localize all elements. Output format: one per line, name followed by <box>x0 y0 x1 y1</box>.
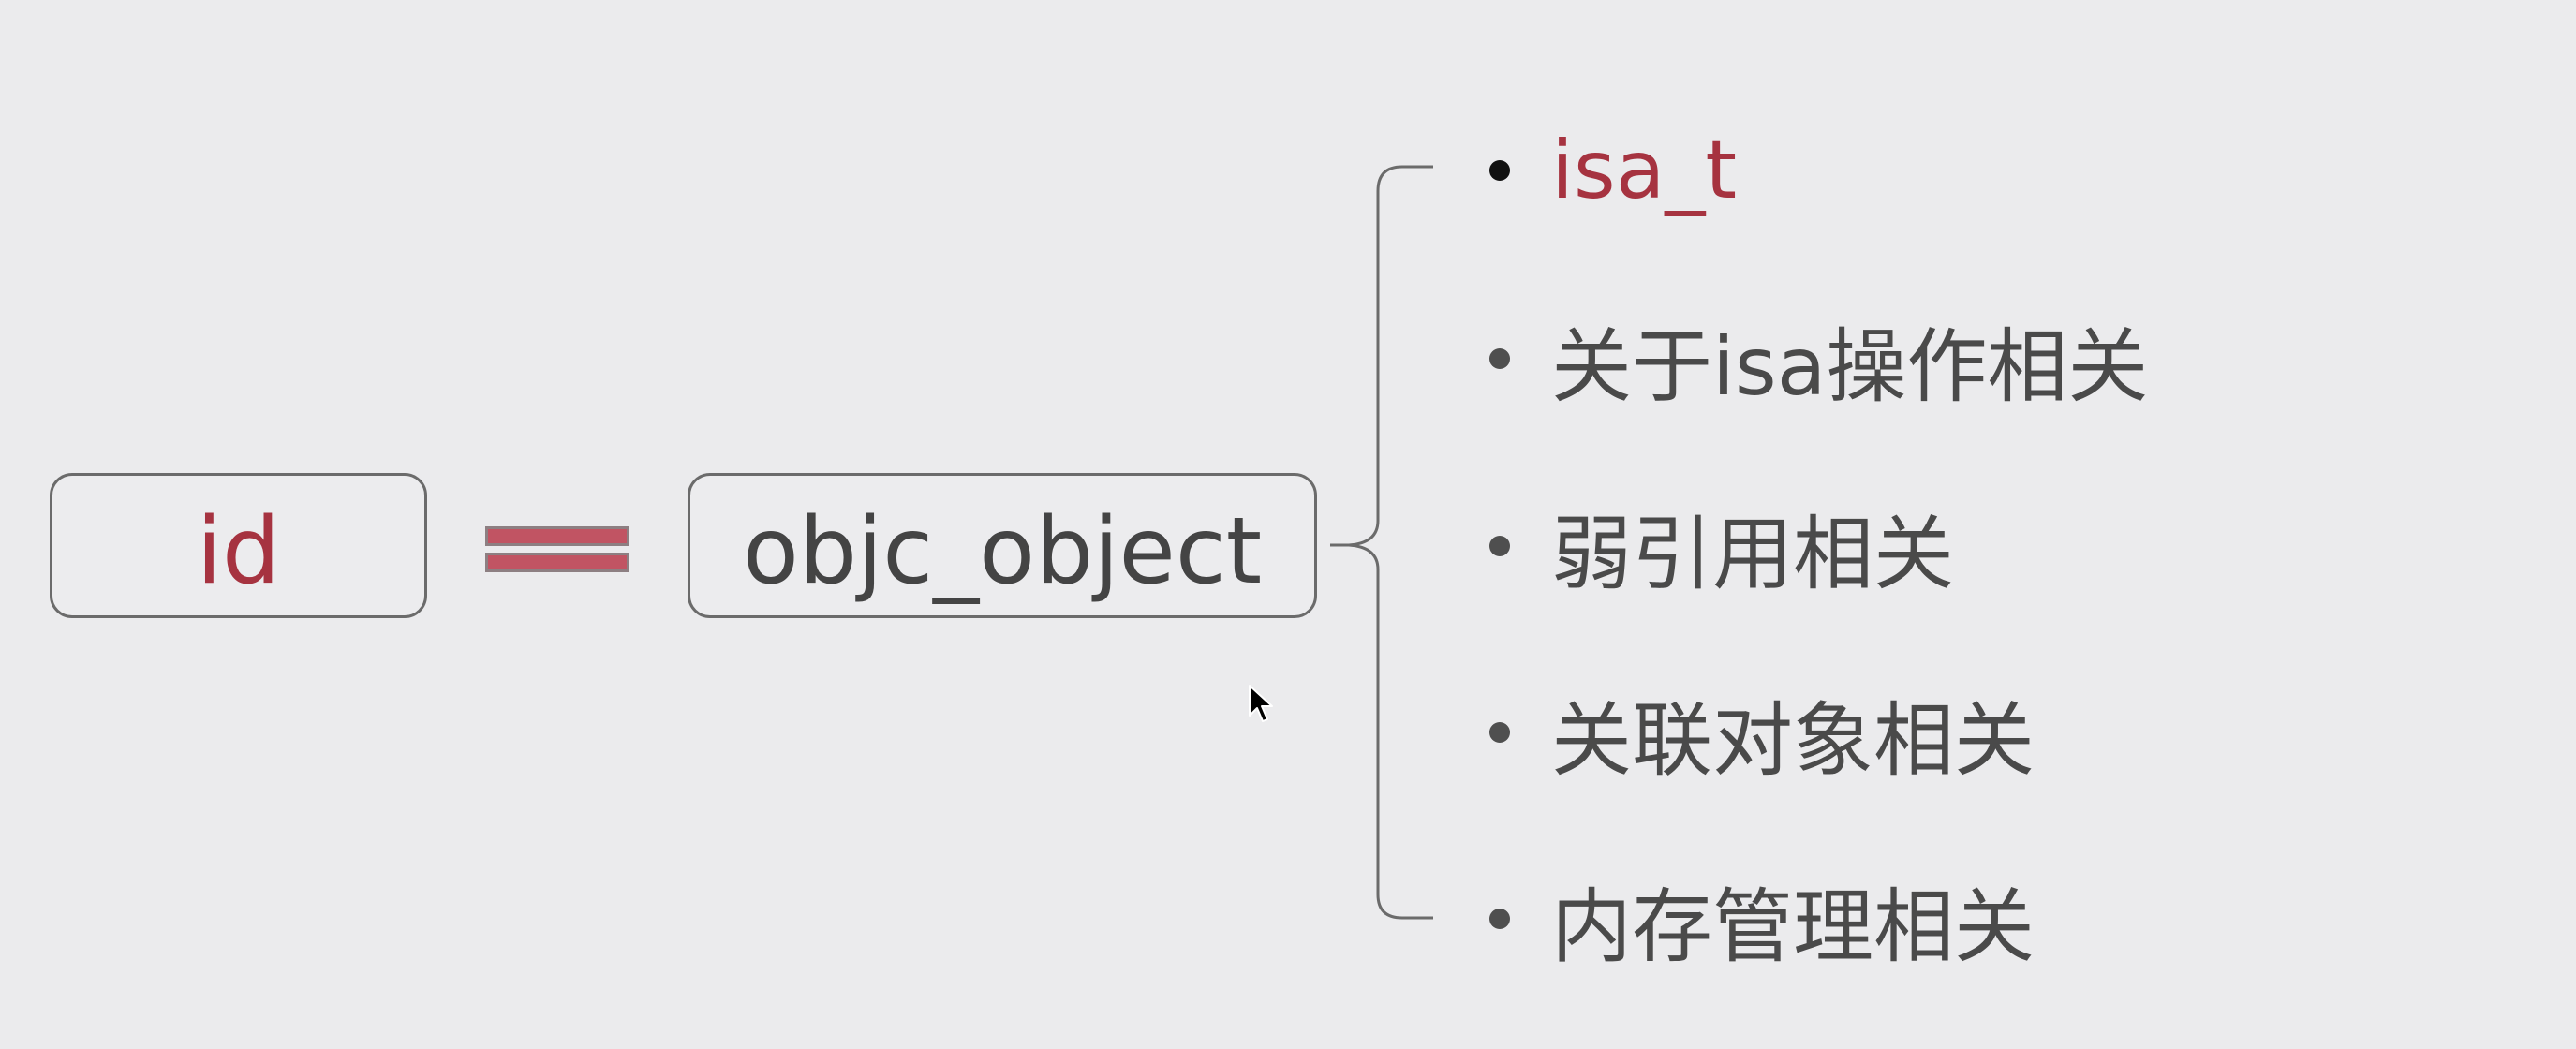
objc-object-label: objc_object <box>742 497 1263 605</box>
id-label: id <box>196 497 281 605</box>
bullet-icon <box>1489 536 1510 556</box>
list-item-label: 关于isa操作相关 <box>1551 319 2149 414</box>
equals-sign-icon-bottom-bar <box>485 553 629 572</box>
list-item-isa-operations: 关于isa操作相关 <box>1489 307 2148 414</box>
bullet-icon <box>1489 909 1510 929</box>
list-item-label: 关联对象相关 <box>1551 693 2035 788</box>
bullet-icon <box>1489 160 1510 181</box>
bullet-icon <box>1489 348 1510 369</box>
list-item-label: 内存管理相关 <box>1551 879 2035 974</box>
list-item-associated-objects: 关联对象相关 <box>1489 681 2035 788</box>
list-item-isa-t: isa_t <box>1489 119 1737 222</box>
list-item-weak-references: 弱引用相关 <box>1489 495 1954 601</box>
id-box: id <box>50 473 427 618</box>
equals-sign-icon-top-bar <box>485 526 629 546</box>
list-item-label: isa_t <box>1551 124 1738 217</box>
list-item-memory-management: 内存管理相关 <box>1489 867 2035 974</box>
list-item-label: 弱引用相关 <box>1551 507 1954 601</box>
objc-object-box: objc_object <box>688 473 1317 618</box>
bullet-icon <box>1489 722 1510 743</box>
mouse-pointer-icon <box>1249 685 1273 722</box>
